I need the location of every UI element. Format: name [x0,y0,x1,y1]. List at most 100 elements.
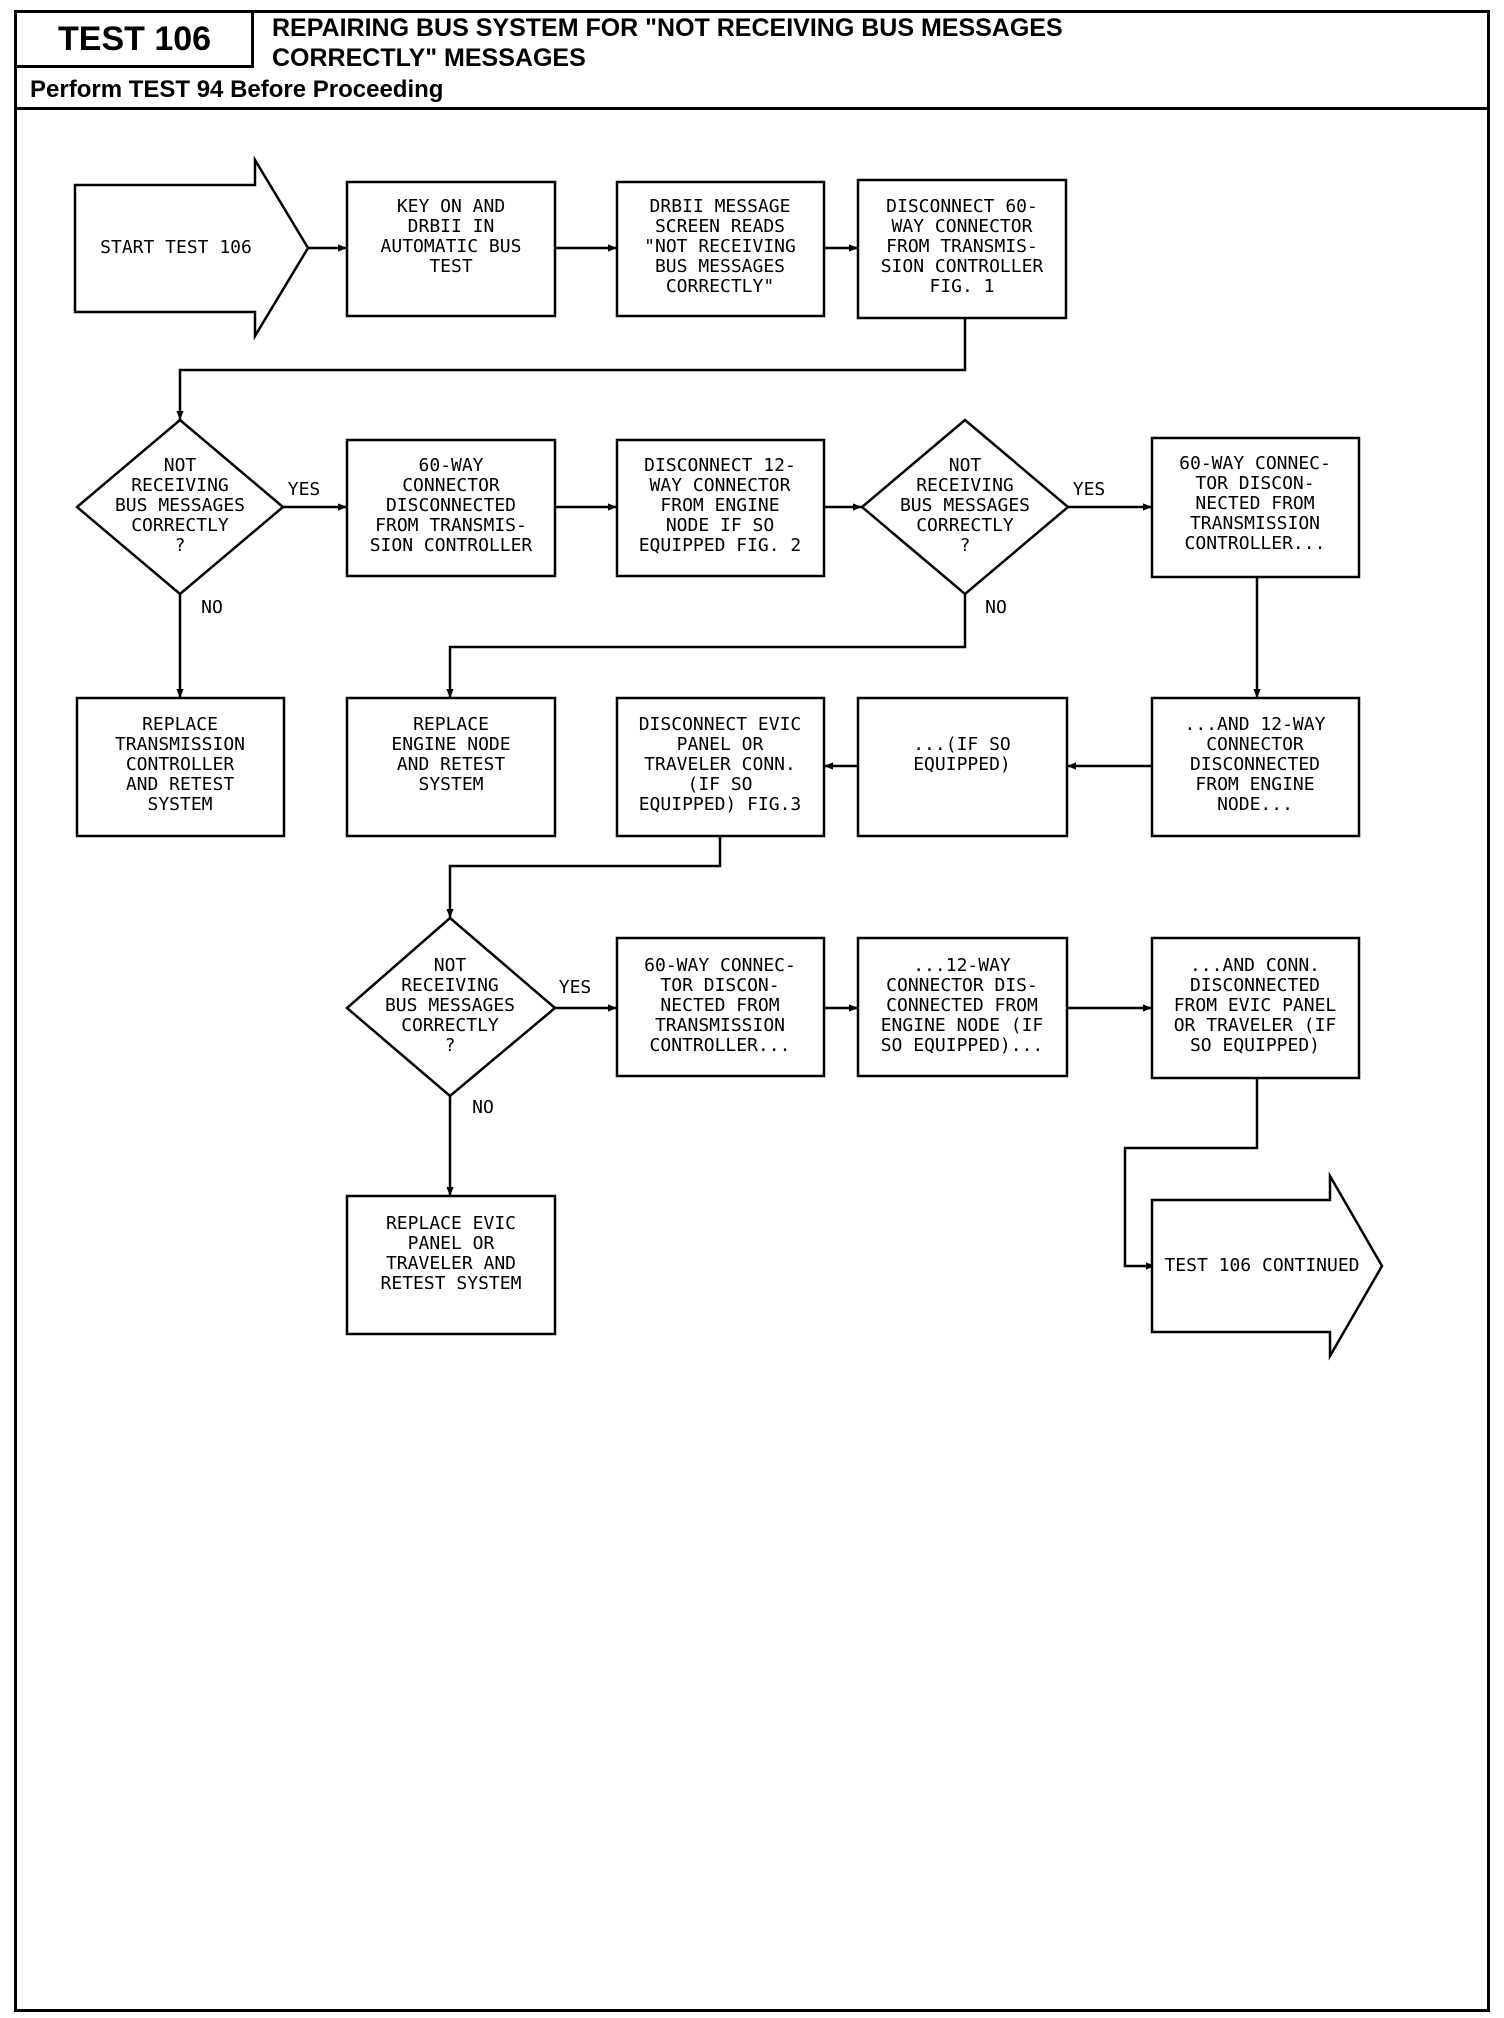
state-12-disconnected-b-label: CONNECTED FROM [886,995,1038,1016]
state-60-disconnected-c-box [615,936,826,1078]
replace-controller-label: REPLACE [142,714,218,735]
state-60-disconnected-b-label: NECTED FROM [1195,493,1314,514]
decision-2-label: RECEIVING [916,475,1014,496]
decision-1-shape [75,418,285,596]
state-12-disconnected-label: CONNECTOR [1206,734,1304,755]
decision-1-label: BUS MESSAGES [115,495,245,516]
state-60-disconnected-b-label: TRANSMISSION [1190,513,1320,534]
state-12-disconnected-box [1150,696,1361,838]
replace-evic-label: REPLACE EVIC [386,1213,516,1234]
decision-1-label: RECEIVING [131,475,229,496]
disconnect-60-label: FROM TRANSMIS- [886,236,1038,257]
replace-controller-label: CONTROLLER [126,754,235,775]
state-60-disconnected-label: SION CONTROLLER [370,535,533,556]
state-12-disconnected-label: NODE... [1217,794,1293,815]
decision-3-yes-label: YES [559,977,592,998]
connector-evic-to-continued [1123,1078,1259,1270]
state-60-disconnected-c-label: NECTED FROM [660,995,779,1016]
decision-2-shape [860,418,1070,596]
replace-evic-label: RETEST SYSTEM [381,1273,522,1294]
replace-controller-label: TRANSMISSION [115,734,245,755]
state-60-disconnected-c-label: CONTROLLER... [650,1035,791,1056]
decision-3-label: RECEIVING [401,975,499,996]
connector-disconnect-evic-to-decision3 [446,836,722,918]
evic-disconnected-label: SO EQUIPPED) [1190,1035,1320,1056]
drb-reads-label: BUS MESSAGES [655,256,785,277]
key-on-box [345,180,557,318]
replace-engine-node-box [345,696,557,838]
decision-2-yes-label: YES [1073,479,1106,500]
state-12-disconnected-b-label: CONNECTOR DIS- [886,975,1038,996]
decision-3-label: ? [445,1035,456,1056]
state-60-disconnected-c-label: TRANSMISSION [655,1015,785,1036]
state-60-disconnected-c-label: TOR DISCON- [660,975,779,996]
key-on-label: DRBII IN [408,216,495,237]
decision-1-label: NOT [164,455,197,476]
state-60-disconnected-b-box [1150,436,1361,579]
state-12-disconnected-b-label: ...12-WAY [913,955,1011,976]
decision-1-label: ? [175,535,186,556]
disconnect-12-label: DISCONNECT 12- [644,455,796,476]
disconnect-12-label: EQUIPPED FIG. 2 [639,535,802,556]
key-on-label: AUTOMATIC BUS [381,236,522,257]
disconnect-60-label: FIG. 1 [929,276,994,297]
state-12-disconnected-b-label: ENGINE NODE (IF [881,1015,1044,1036]
connector-disconnect60-to-decision1 [176,318,967,420]
evic-disconnected-label: DISCONNECTED [1190,975,1320,996]
if-equipped-box [856,696,1069,838]
disconnect-60-label: WAY CONNECTOR [892,216,1033,237]
key-on-label: KEY ON AND [397,196,505,217]
replace-engine-node-label: REPLACE [413,714,489,735]
if-equipped-label: EQUIPPED) [913,754,1011,775]
drb-reads-label: CORRECTLY" [666,276,774,297]
decision-3-shape [345,916,557,1098]
disconnect-evic-label: EQUIPPED) FIG.3 [639,794,802,815]
state-60-disconnected-label: DISCONNECTED [386,495,516,516]
decision-2-no-label: NO [985,597,1007,618]
replace-evic-box [345,1194,557,1336]
disconnect-12-label: NODE IF SO [666,515,774,536]
state-60-disconnected-b-label: CONTROLLER... [1185,533,1326,554]
replace-engine-node-label: SYSTEM [418,774,483,795]
state-60-disconnected-label: FROM TRANSMIS- [375,515,527,536]
decision-2-label: CORRECTLY [916,515,1014,536]
continued-arrow-shape [1150,1171,1384,1361]
disconnect-60-box [856,178,1068,320]
decision-3-label: CORRECTLY [401,1015,499,1036]
drb-reads-label: DRBII MESSAGE [650,196,791,217]
test-number: TEST 106 [58,20,212,58]
decision-2-label: BUS MESSAGES [900,495,1030,516]
state-60-disconnected-box [345,438,557,578]
state-60-disconnected-label: 60-WAY [418,455,483,476]
replace-engine-node-label: ENGINE NODE [391,734,510,755]
decision-2-label: ? [960,535,971,556]
start-arrow-shape [73,155,310,341]
replace-evic-label: TRAVELER AND [386,1253,516,1274]
page-title-line-2: CORRECTLY" MESSAGES [272,44,586,72]
decision-2-label: NOT [949,455,982,476]
state-12-disconnected-label: ...AND 12-WAY [1185,714,1326,735]
decision-3-label: BUS MESSAGES [385,995,515,1016]
replace-controller-label: AND RETEST [126,774,235,795]
prerequisite-note: Perform TEST 94 Before Proceeding [30,76,444,103]
key-on-label: TEST [429,256,473,277]
drb-reads-label: SCREEN READS [655,216,785,237]
start-arrow-label: START TEST 106 [100,237,252,258]
disconnect-60-label: DISCONNECT 60- [886,196,1038,217]
disconnect-evic-box [615,696,826,838]
disconnect-evic-label: TRAVELER CONN. [644,754,796,775]
replace-controller-label: SYSTEM [147,794,212,815]
decision-1-label: CORRECTLY [131,515,229,536]
disconnect-evic-label: DISCONNECT EVIC [639,714,802,735]
decision-3-label: NOT [434,955,467,976]
evic-disconnected-label: FROM EVIC PANEL [1174,995,1337,1016]
replace-engine-node-label: AND RETEST [397,754,506,775]
disconnect-12-label: FROM ENGINE [660,495,779,516]
drb-reads-label: "NOT RECEIVING [644,236,796,257]
continued-arrow-label: TEST 106 CONTINUED [1164,1255,1359,1276]
state-60-disconnected-c-label: 60-WAY CONNEC- [644,955,796,976]
decision-3-no-label: NO [472,1097,494,1118]
